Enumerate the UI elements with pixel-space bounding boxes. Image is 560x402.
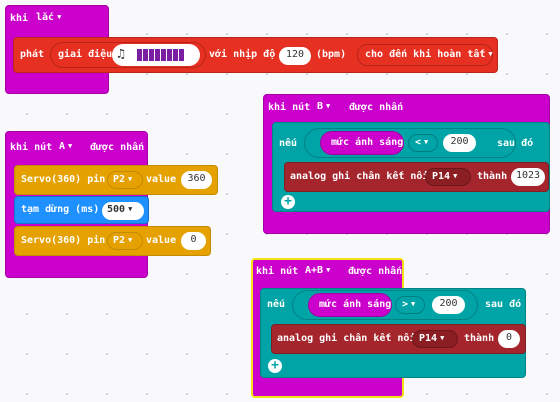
analog-value-input-ab[interactable]: 0 [498,330,520,348]
threshold-input-ab[interactable]: 200 [432,296,465,314]
play-label: phát [20,49,45,60]
melody-label: giai điệu [58,49,113,60]
add-else-icon[interactable]: + [281,195,295,209]
analog-write-block-b[interactable] [284,162,549,192]
pressed-label: được nhấn [348,266,403,277]
servo-label: Servo(360) pin [21,235,106,246]
gesture-dropdown[interactable]: lắc▼ [36,12,62,23]
pause-label: tạm dừng (ms) [21,204,100,215]
on-button-label: khi nút [256,266,299,277]
chevron-down-icon: ▼ [326,102,331,110]
chevron-down-icon: ▼ [453,172,458,180]
pause-ms-dropdown[interactable]: 500▼ [102,202,144,220]
servo-value-label: value [146,235,177,246]
chevron-down-icon: ▼ [128,175,133,183]
chevron-down-icon: ▼ [128,236,133,244]
servo-pin-dropdown-2[interactable]: P2▼ [107,232,143,250]
then-label: sau đó [485,299,522,310]
servo-value-input-2[interactable]: 0 [181,232,206,250]
to-label: thành [477,171,508,182]
servo-value-label: value [146,174,177,185]
chevron-down-icon: ▼ [488,50,493,58]
on-button-label: khi nút [10,142,53,153]
if-label: nếu [279,138,298,149]
pin-dropdown-b[interactable]: P14▼ [425,168,471,186]
then-label: sau đó [497,138,534,149]
operator-dropdown-ab[interactable]: >▼ [395,296,425,314]
chevron-down-icon: ▼ [57,13,62,21]
if-label: nếu [267,299,286,310]
chevron-down-icon: ▼ [440,334,445,342]
chevron-down-icon: ▼ [128,205,133,213]
bpm-label: (bpm) [316,49,347,60]
button-b-dropdown[interactable]: B▼ [317,101,331,112]
add-else-icon[interactable]: + [268,359,282,373]
on-shake-label: khi [10,13,29,24]
pressed-label: được nhấn [90,142,145,153]
pressed-label: được nhấn [349,102,404,113]
servo-value-input-1[interactable]: 360 [181,171,212,189]
chevron-down-icon: ▼ [424,138,429,146]
to-label: thành [464,333,495,344]
analog-write-label: analog ghi chân kết nối [277,333,416,344]
chevron-down-icon: ▼ [326,266,331,274]
analog-value-input-b[interactable]: 1023 [511,168,545,186]
operator-dropdown-b[interactable]: <▼ [408,134,438,152]
pin-dropdown-ab[interactable]: P14▼ [412,330,458,348]
chevron-down-icon: ▼ [68,142,73,150]
tempo-input[interactable]: 120 [279,47,311,65]
button-a-dropdown[interactable]: A▼ [59,141,73,152]
melody-picker[interactable]: ♫ [112,44,200,66]
chevron-down-icon: ▼ [411,300,416,308]
light-level-reporter-ab[interactable]: mức ánh sáng [308,293,392,317]
analog-write-block-ab[interactable] [271,324,526,354]
button-ab-dropdown[interactable]: A+B▼ [305,265,331,276]
tempo-label: với nhịp độ [209,49,276,60]
threshold-input-b[interactable]: 200 [443,134,476,152]
music-note-icon: ♫ [117,47,125,62]
servo-label: Servo(360) pin [21,174,106,185]
on-button-label: khi nút [268,102,311,113]
analog-write-label: analog ghi chân kết nối [290,171,429,182]
light-level-reporter-b[interactable]: mức ánh sáng [320,131,404,155]
servo-pin-dropdown-1[interactable]: P2▼ [107,171,143,189]
play-mode-dropdown[interactable]: cho đến khi hoàn tất▼ [357,44,493,66]
melody-notes-preview [137,49,185,67]
